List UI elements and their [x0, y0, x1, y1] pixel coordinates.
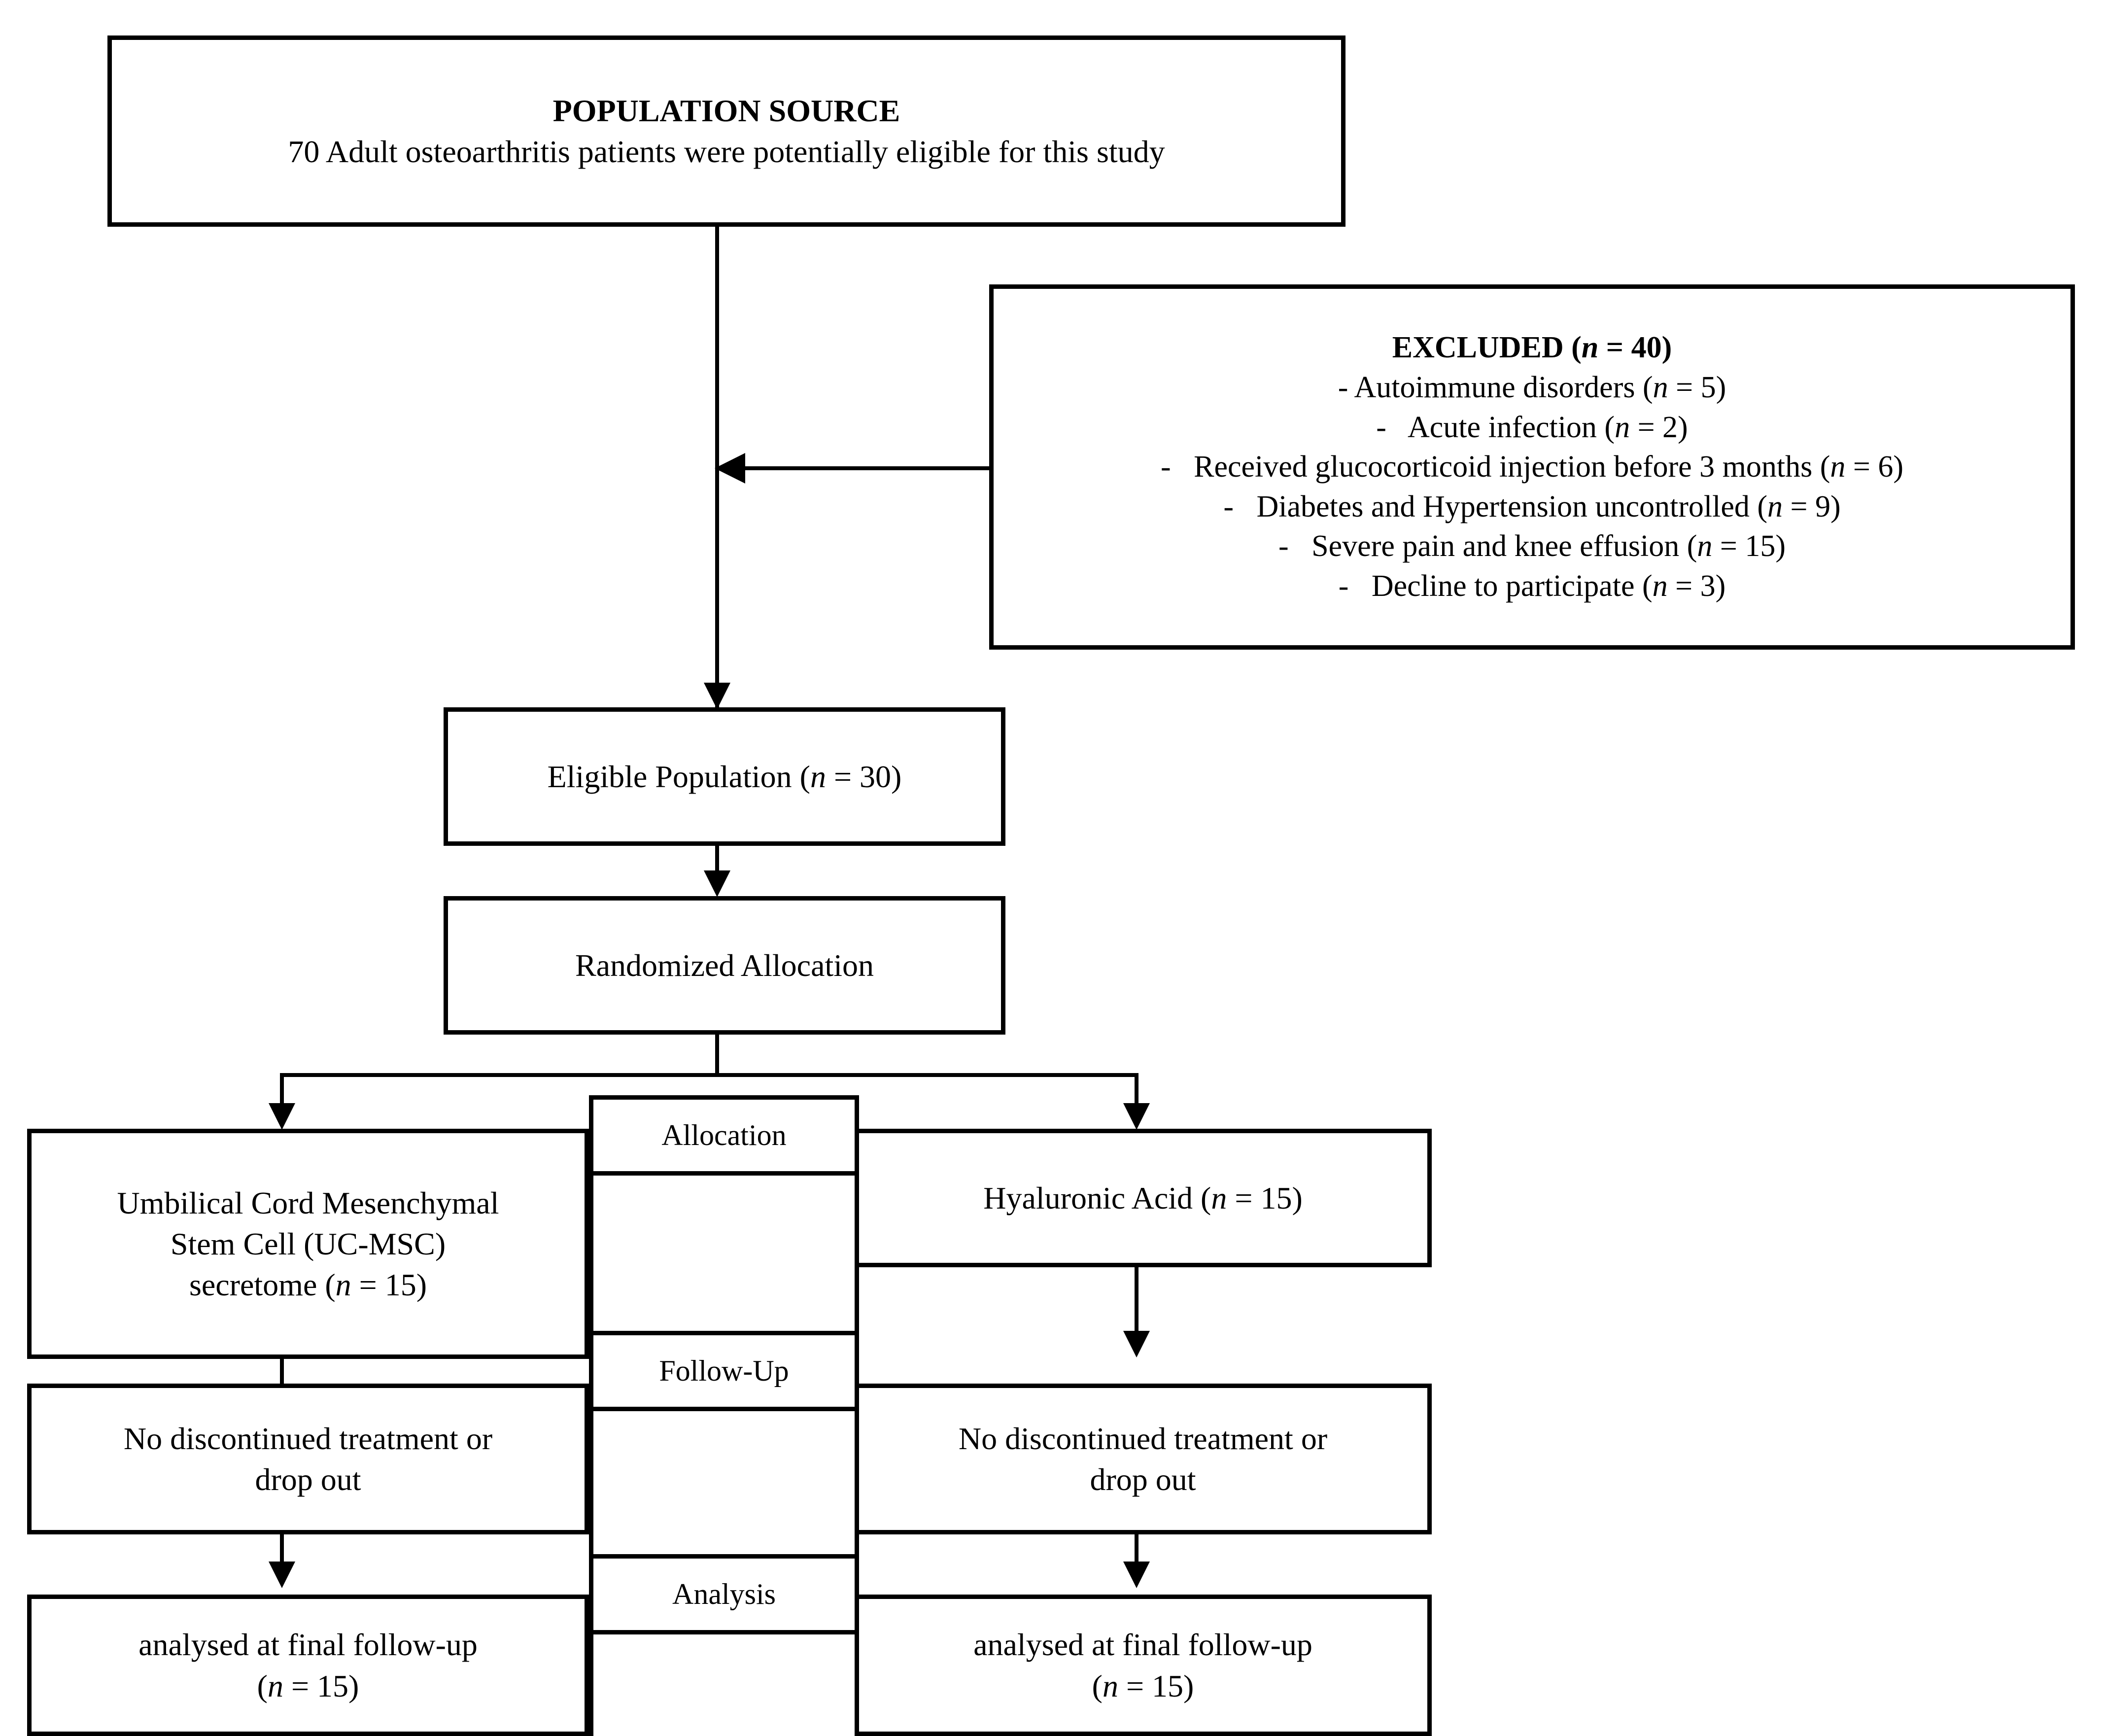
stage-column-allocation — [589, 1176, 859, 1359]
arrow-to-intervention-allocation — [269, 1103, 295, 1130]
stage-label-followup-box: Follow-Up — [589, 1331, 859, 1411]
line-eligible-to-random — [715, 846, 719, 875]
comparator-analysis-line-1: analysed at final follow-up — [973, 1627, 1312, 1663]
excluded-item: - Acute infection (n = 2) — [1376, 410, 1688, 444]
arrow-to-eligible — [704, 683, 730, 709]
stage-column-analysis — [589, 1634, 859, 1736]
arrow-excluded-to-spine — [715, 453, 745, 484]
population-source-box: POPULATION SOURCE 70 Adult osteoarthriti… — [107, 35, 1345, 227]
randomized-allocation-box: Randomized Allocation — [444, 896, 1005, 1035]
stage-label-followup-text: Follow-Up — [659, 1354, 789, 1387]
intervention-allocation-line-2: Stem Cell (UC-MSC) — [170, 1226, 446, 1261]
comparator-allocation-text: Hyaluronic Acid (n = 15) — [983, 1180, 1303, 1215]
intervention-followup-box: No discontinued treatment or drop out — [27, 1384, 589, 1534]
intervention-allocation-box: Umbilical Cord Mesenchymal Stem Cell (UC… — [27, 1129, 589, 1359]
comparator-analysis-line-2: (n = 15) — [1092, 1668, 1194, 1703]
split-horizontal-line — [280, 1073, 1138, 1077]
excluded-item: - Diabetes and Hypertension uncontrolled… — [1223, 489, 1841, 523]
arrow-to-comparator-allocation — [1123, 1103, 1150, 1130]
arrow-to-randomization — [704, 870, 730, 897]
intervention-analysis-box: analysed at final follow-up (n = 15) — [27, 1595, 589, 1736]
stage-label-analysis-box: Analysis — [589, 1554, 859, 1634]
excluded-item: - Autoimmune disorders (n = 5) — [1338, 371, 1726, 405]
intervention-allocation-line-1: Umbilical Cord Mesenchymal — [117, 1185, 499, 1220]
stage-label-analysis-text: Analysis — [672, 1578, 776, 1610]
line-intervention-followup-to-analysis — [280, 1534, 284, 1564]
line-intervention-alloc-to-followup — [280, 1359, 284, 1384]
stage-label-allocation-box: Allocation — [589, 1095, 859, 1176]
arrow-comparator-to-followup — [1123, 1331, 1150, 1357]
intervention-analysis-line-2: (n = 15) — [257, 1668, 359, 1703]
excluded-connector-line — [745, 466, 992, 470]
split-branch-right — [1135, 1073, 1138, 1125]
arrow-comparator-to-analysis — [1123, 1562, 1150, 1588]
intervention-allocation-line-3: secretome (n = 15) — [189, 1267, 427, 1303]
intervention-followup-line-2: drop out — [255, 1462, 361, 1497]
excluded-title: EXCLUDED (n = 40) — [1392, 331, 1672, 365]
comparator-followup-line-1: No discontinued treatment or — [958, 1421, 1328, 1456]
comparator-followup-line-2: drop out — [1090, 1462, 1196, 1497]
excluded-item: - Received glucocorticoid injection befo… — [1160, 450, 1904, 484]
line-comparator-followup-to-analysis — [1135, 1534, 1138, 1564]
population-source-detail: 70 Adult osteoarthritis patients were po… — [288, 134, 1165, 169]
excluded-item: - Decline to participate (n = 3) — [1338, 569, 1726, 603]
intervention-followup-line-1: No discontinued treatment or — [123, 1421, 493, 1456]
line-comparator-alloc-to-followup — [1135, 1267, 1138, 1331]
split-branch-left — [280, 1073, 284, 1125]
line-random-to-split — [715, 1035, 719, 1076]
excluded-item: - Severe pain and knee effusion (n = 15) — [1278, 529, 1786, 563]
arrow-intervention-to-analysis — [269, 1562, 295, 1588]
comparator-analysis-box: analysed at final follow-up (n = 15) — [854, 1595, 1432, 1736]
comparator-followup-box: No discontinued treatment or drop out — [854, 1384, 1432, 1534]
comparator-allocation-box: Hyaluronic Acid (n = 15) — [854, 1129, 1432, 1267]
eligible-population-text: Eligible Population (n = 30) — [547, 759, 902, 794]
randomization-text: Randomized Allocation — [575, 947, 874, 983]
excluded-box: EXCLUDED (n = 40) - Autoimmune disorders… — [989, 284, 2075, 650]
stage-label-allocation-text: Allocation — [661, 1119, 787, 1151]
stage-column-followup — [589, 1411, 859, 1554]
eligible-population-box: Eligible Population (n = 30) — [444, 707, 1005, 846]
population-source-title: POPULATION SOURCE — [552, 93, 900, 128]
intervention-analysis-line-1: analysed at final follow-up — [138, 1627, 478, 1663]
